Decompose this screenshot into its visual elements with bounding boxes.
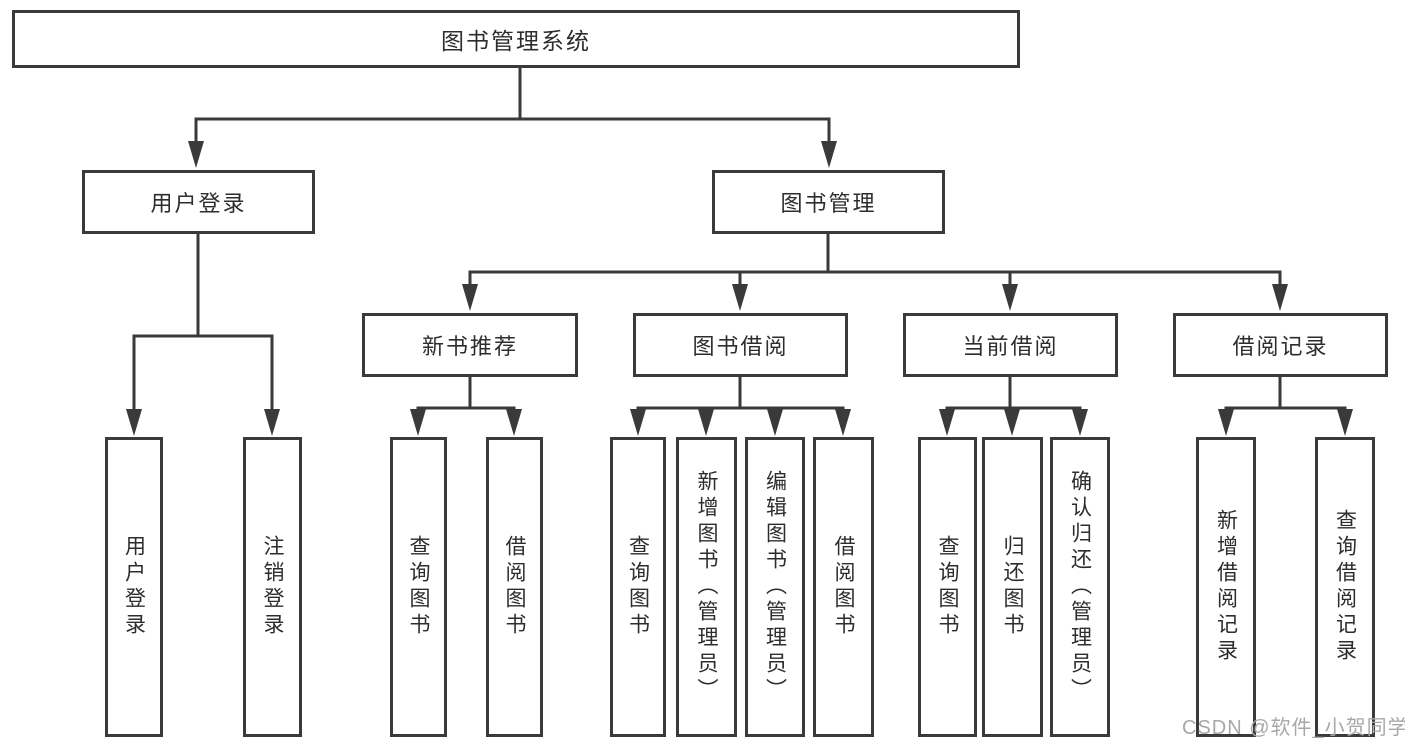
node-root-label: 图书管理系统: [441, 28, 591, 54]
leaf-search-borrow-record: 查询借阅记录: [1315, 437, 1375, 737]
leaf-borrow-books-borrow: 借阅图书: [813, 437, 874, 737]
leaf-return-book: 归还图书: [982, 437, 1043, 737]
node-new-book-recommend: 新书推荐: [362, 313, 578, 377]
leaf-borrow-books-newbooks-label: 借阅图书: [503, 535, 526, 639]
leaf-return-book-label: 归还图书: [1001, 535, 1024, 639]
leaf-search-books-current-label: 查询图书: [936, 535, 959, 639]
node-current-borrow-label: 当前借阅: [962, 334, 1059, 359]
leaf-logout-label: 注销登录: [261, 535, 284, 639]
node-borrow-records: 借阅记录: [1173, 313, 1388, 377]
leaf-search-books-newbooks: 查询图书: [390, 437, 447, 737]
node-book-borrow: 图书借阅: [633, 313, 848, 377]
leaf-confirm-return-admin-label: 确认归还（管理员）: [1068, 470, 1092, 704]
leaf-confirm-return-admin: 确认归还（管理员）: [1050, 437, 1110, 737]
node-root: 图书管理系统: [12, 10, 1020, 68]
leaf-edit-book-admin: 编辑图书（管理员）: [745, 437, 805, 737]
leaf-user-login: 用户登录: [105, 437, 163, 737]
leaf-borrow-books-borrow-label: 借阅图书: [832, 535, 855, 639]
node-book-borrow-label: 图书借阅: [692, 334, 789, 359]
leaf-add-borrow-record-label: 新增借阅记录: [1214, 509, 1238, 665]
node-user-login: 用户登录: [82, 170, 315, 234]
leaf-add-book-admin-label: 新增图书（管理员）: [695, 470, 718, 704]
node-current-borrow: 当前借阅: [903, 313, 1118, 377]
leaf-logout: 注销登录: [243, 437, 302, 737]
leaf-search-books-borrow-label: 查询图书: [626, 535, 650, 639]
leaf-search-borrow-record-label: 查询借阅记录: [1333, 509, 1357, 665]
node-book-management-label: 图书管理: [780, 191, 877, 216]
leaf-user-login-label: 用户登录: [122, 535, 146, 639]
leaf-search-books-borrow: 查询图书: [610, 437, 666, 737]
leaf-borrow-books-newbooks: 借阅图书: [486, 437, 543, 737]
leaf-add-borrow-record: 新增借阅记录: [1196, 437, 1256, 737]
node-user-login-label: 用户登录: [150, 191, 247, 216]
leaf-search-books-current: 查询图书: [918, 437, 977, 737]
leaf-search-books-newbooks-label: 查询图书: [407, 535, 430, 639]
node-new-book-recommend-label: 新书推荐: [421, 334, 518, 359]
leaf-add-book-admin: 新增图书（管理员）: [676, 437, 737, 737]
csdn-watermark: CSDN @软件_小贺同学: [1182, 717, 1405, 739]
node-borrow-records-label: 借阅记录: [1232, 334, 1329, 359]
leaf-edit-book-admin-label: 编辑图书（管理员）: [763, 470, 787, 704]
node-book-management: 图书管理: [712, 170, 945, 234]
